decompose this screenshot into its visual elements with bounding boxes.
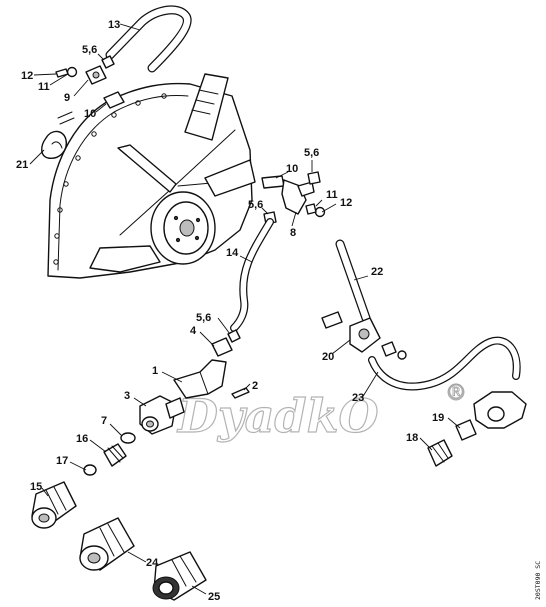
screw-12-right: [305, 203, 317, 215]
callout-8: 8: [290, 227, 296, 239]
washer-11: [66, 66, 78, 78]
callout-23: 23: [352, 392, 364, 404]
callout-22: 22: [371, 266, 383, 278]
watermark-registered-mark: ®: [446, 380, 466, 404]
callout-5-6-mid: 5,6: [248, 199, 263, 211]
callout-18: 18: [406, 432, 418, 444]
upper-right-fittings: [261, 171, 326, 225]
nut-4: [211, 337, 233, 357]
screw-2: [231, 387, 250, 399]
nut-5-6-low: [227, 329, 241, 343]
callout-10-left: 10: [84, 108, 96, 120]
bracket-1: [173, 359, 227, 399]
callout-12-right: 12: [340, 197, 352, 209]
callout-13: 13: [108, 19, 120, 31]
callout-11-right: 11: [326, 189, 338, 201]
callout-3: 3: [124, 390, 130, 402]
callout-labels: 13 5,6 12 11 9 10 21 5,6 10 5,6 11 12 8 …: [16, 19, 444, 603]
callout-21: 21: [16, 159, 28, 171]
callout-11-left: 11: [38, 81, 50, 93]
bolt-10: [103, 91, 125, 109]
watermark-text: DyadkO: [176, 389, 379, 443]
leader-lines: [29, 23, 461, 595]
callout-14: 14: [226, 247, 239, 259]
lower-right-fittings: [321, 311, 527, 467]
callout-2: 2: [252, 380, 258, 392]
nut-19: [455, 419, 477, 441]
nut-5-6-top: [101, 55, 115, 69]
callout-5-6-low: 5,6: [196, 312, 211, 324]
callout-24: 24: [146, 557, 159, 569]
washer-11-right: [314, 206, 326, 218]
callout-5-6-top: 5,6: [82, 44, 97, 56]
callout-15: 15: [30, 481, 42, 493]
nipple-16: [103, 443, 127, 467]
callout-25: 25: [208, 591, 220, 603]
hose-13: [105, 5, 192, 73]
callout-17: 17: [56, 455, 68, 467]
callout-4: 4: [190, 325, 197, 337]
callout-5-6-right: 5,6: [304, 147, 319, 159]
plug-21: [41, 130, 67, 159]
nut-5-6-right: [307, 171, 321, 185]
callout-10-right: 10: [286, 163, 298, 175]
callout-9: 9: [64, 92, 70, 104]
screw-12: [55, 68, 69, 78]
hose-14: [230, 218, 274, 332]
banjo-bolt-10: [261, 175, 285, 189]
drawing-code: 20ST090 SC: [534, 561, 542, 600]
bolt-20: [321, 311, 343, 329]
callout-1: 1: [152, 365, 158, 377]
wheel-guard: [47, 73, 256, 279]
callout-12-left: 12: [21, 70, 33, 82]
fitting-18: [427, 439, 453, 467]
callout-20: 20: [322, 351, 334, 363]
o-ring-17: [83, 464, 97, 476]
callout-7: 7: [101, 415, 107, 427]
callout-16: 16: [76, 433, 88, 445]
upper-left-fittings: [41, 55, 125, 159]
lower-left-fittings: [31, 329, 250, 601]
watermark: DyadkO ®: [175, 380, 466, 444]
callout-19: 19: [432, 412, 444, 424]
o-ring-7: [120, 432, 136, 444]
hose-22: [335, 239, 371, 323]
